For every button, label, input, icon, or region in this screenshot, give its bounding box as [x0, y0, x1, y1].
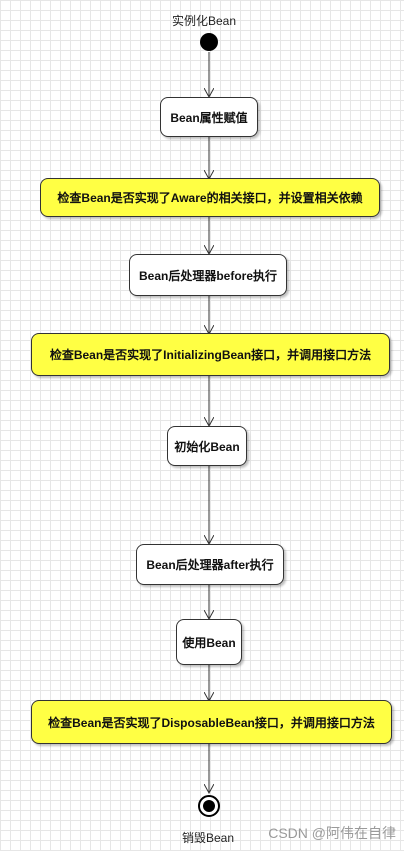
end-node [198, 795, 220, 817]
node-postprocessor-after: Bean后处理器after执行 [136, 544, 284, 585]
watermark: CSDN @阿伟在自律 [268, 825, 396, 841]
node-check-aware: 检查Bean是否实现了Aware的相关接口，并设置相关依赖 [40, 178, 380, 217]
node-init-bean: 初始化Bean [167, 426, 247, 466]
node-use-bean: 使用Bean [176, 619, 242, 665]
end-node-dot [203, 800, 215, 812]
node-check-disposablebean: 检查Bean是否实现了DisposableBean接口，并调用接口方法 [31, 700, 392, 744]
start-label: 实例化Bean [172, 14, 237, 28]
end-label: 销毁Bean [182, 831, 235, 845]
start-node [200, 33, 218, 51]
node-bean-property-assign: Bean属性赋值 [160, 97, 258, 137]
node-postprocessor-before: Bean后处理器before执行 [129, 254, 287, 296]
node-check-initializingbean: 检查Bean是否实现了InitializingBean接口，并调用接口方法 [31, 333, 390, 376]
